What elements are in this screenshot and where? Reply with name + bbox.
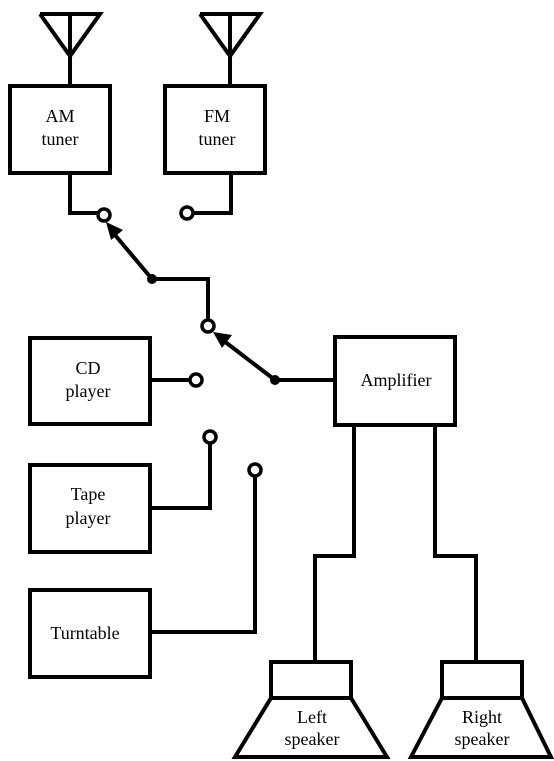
am-antenna-icon bbox=[38, 12, 104, 86]
turntable-label: Turntable bbox=[50, 623, 119, 643]
am-tuner-box: AM tuner bbox=[8, 84, 112, 175]
fm-tuner-label-line1: FM bbox=[204, 106, 230, 126]
input-selector-pivot bbox=[270, 375, 280, 385]
am-terminal bbox=[96, 207, 112, 223]
tape-terminal bbox=[202, 429, 218, 445]
amplifier-box: Amplifier bbox=[333, 335, 457, 427]
right-speaker-label-line2: speaker bbox=[455, 729, 510, 749]
right-speaker-label-line1: Right bbox=[462, 707, 502, 727]
left-speaker-wire bbox=[313, 425, 356, 662]
source-selector-pivot bbox=[147, 274, 157, 284]
am-tuner-label-line1: AM bbox=[45, 106, 74, 126]
left-speaker: Left speaker bbox=[231, 660, 391, 759]
fm-tuner-label-line2: tuner bbox=[199, 129, 236, 149]
tape-player-label-line1: Tape bbox=[71, 484, 106, 504]
tuner-terminal bbox=[200, 318, 216, 334]
tape-player-box: Tape player bbox=[28, 463, 152, 554]
tape-player-wire bbox=[150, 443, 212, 510]
fm-terminal bbox=[179, 205, 195, 221]
input-selector-lever bbox=[213, 332, 277, 382]
left-speaker-label-line1: Left bbox=[297, 707, 327, 727]
turntable-wire bbox=[150, 476, 257, 634]
right-speaker: Right speaker bbox=[407, 660, 554, 759]
cd-player-label-line1: CD bbox=[75, 358, 100, 378]
fm-tuner-wire bbox=[191, 173, 233, 215]
fm-antenna-icon bbox=[198, 12, 264, 86]
selector-link-wire bbox=[152, 277, 210, 320]
fm-tuner-box: FM tuner bbox=[163, 84, 267, 175]
right-speaker-wire bbox=[433, 425, 478, 662]
am-tuner-label-line2: tuner bbox=[42, 129, 79, 149]
left-speaker-label-line2: speaker bbox=[285, 729, 340, 749]
am-tuner-wire bbox=[68, 173, 100, 215]
cd-player-label-line2: player bbox=[66, 381, 111, 401]
turntable-terminal bbox=[247, 462, 263, 478]
source-selector-lever bbox=[106, 222, 154, 281]
tape-player-label-line2: player bbox=[66, 508, 111, 528]
turntable-box: Turntable bbox=[28, 588, 152, 679]
cd-player-box: CD player bbox=[28, 336, 152, 426]
cd-terminal bbox=[188, 372, 204, 388]
amplifier-label: Amplifier bbox=[361, 370, 432, 390]
